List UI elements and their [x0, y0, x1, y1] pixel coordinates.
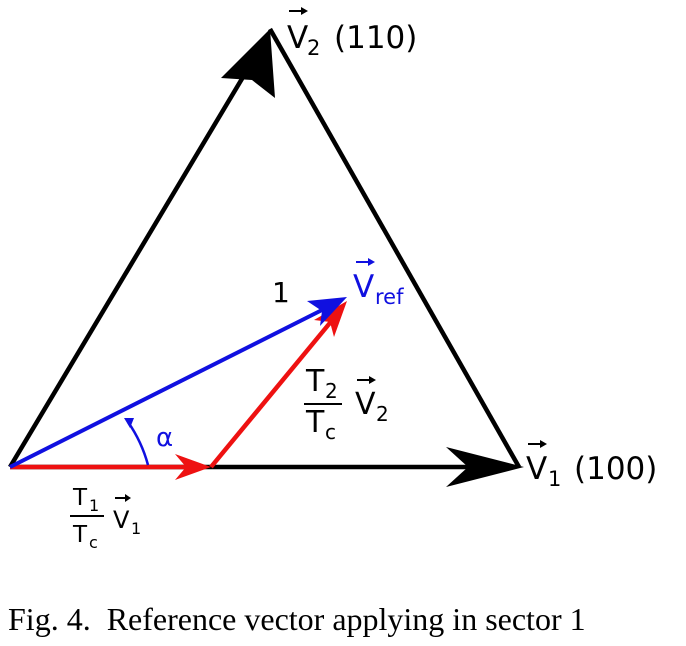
- v1-subscript: 1: [548, 467, 561, 491]
- t2-vector-symbol: V: [355, 387, 376, 422]
- t2-numerator: T: [305, 364, 325, 399]
- t2-vector-subscript: 2: [376, 402, 389, 426]
- t2-vector-bar-arrowhead: [369, 376, 376, 384]
- figure-caption: Fig. 4. Reference vector applying in sec…: [8, 601, 586, 637]
- magnitude-label: 1: [272, 276, 290, 309]
- t1-vector-subscript: 1: [131, 519, 141, 538]
- component-vector-t2-v2: [209, 316, 336, 469]
- v2-subscript: 2: [307, 36, 320, 60]
- t1-vector-symbol: V: [113, 506, 130, 534]
- t1-denominator-subscript: c: [89, 533, 98, 552]
- arrowhead-v2: [221, 29, 275, 98]
- t1-numerator: T: [72, 485, 88, 511]
- t2-numerator-subscript: 2: [325, 379, 338, 403]
- arrowhead-v1: [446, 447, 524, 487]
- v1-switching-state: (100): [574, 451, 657, 487]
- vref-symbol: V: [353, 269, 374, 305]
- t1-vector-bar-arrowhead: [125, 494, 131, 502]
- label-vref: V ref: [353, 258, 404, 309]
- v2-symbol: V: [287, 20, 308, 56]
- arrowhead-reference: [307, 297, 347, 326]
- vref-vector-bar-arrowhead: [368, 258, 375, 266]
- edge-origin-to-v2: [8, 60, 254, 469]
- t2-denominator-subscript: c: [325, 420, 336, 444]
- t2-denominator: T: [305, 405, 325, 440]
- vref-subscript: ref: [375, 285, 404, 309]
- v2-switching-state: (110): [334, 20, 417, 56]
- label-t2-over-tc-v2: T 2 T c V 2: [304, 364, 389, 444]
- angle-arc: [126, 421, 150, 466]
- label-t1-over-tc-v1: T 1 T c V 1: [70, 485, 141, 552]
- label-v2: V 2 (110): [287, 7, 417, 60]
- v1-symbol: V: [526, 451, 547, 487]
- angle-label: α: [156, 423, 173, 453]
- v1-vector-bar-arrowhead: [540, 440, 547, 448]
- t1-numerator-subscript: 1: [89, 496, 99, 515]
- label-v1: V 1 (100): [526, 440, 657, 491]
- reference-vector: [9, 306, 327, 469]
- angle-arc-arrowhead: [124, 418, 134, 428]
- edge-v2-to-v1: [268, 27, 521, 469]
- v2-vector-bar-arrowhead: [301, 7, 308, 15]
- t1-denominator: T: [72, 522, 88, 548]
- arrowhead-t1-v1: [175, 454, 211, 480]
- arrowhead-t2-v2: [314, 301, 347, 337]
